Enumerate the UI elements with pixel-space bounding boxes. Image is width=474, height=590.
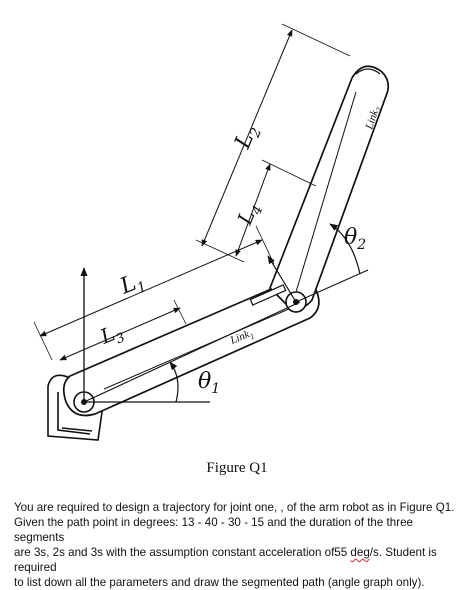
page: L1 L3 L2 L4 θ1 θ2 Link1 Link2 Figure Q1 …: [14, 23, 455, 589]
label-l2: L2: [230, 121, 265, 154]
link-1-body: [62, 279, 320, 417]
question-line-2: Given the path point in degrees: 13 - 40…: [14, 516, 413, 544]
question-line-1: You are required to design a trajectory …: [14, 501, 455, 514]
theta-2-arc: [329, 223, 361, 275]
figure-caption: Figure Q1: [206, 460, 268, 476]
label-theta-2: θ2: [344, 225, 366, 253]
link-1-axis: [83, 301, 301, 403]
link-2-body: [269, 65, 390, 310]
question-text: You are required to design a trajectory …: [14, 500, 466, 590]
link-2-endcap: [355, 68, 381, 75]
l2-dimension: [201, 29, 293, 247]
label-theta-1: θ1: [198, 369, 220, 397]
joint-2-axis-ext: [295, 269, 369, 303]
theta-1-arc: [169, 361, 179, 403]
label-l4: L4: [232, 199, 266, 230]
label-l3: L3: [96, 318, 127, 352]
question-line-4: to list down all the parameters and draw…: [14, 576, 425, 589]
robot-arm-diagram: L1 L3 L2 L4 θ1 θ2 Link1 Link2: [33, 23, 390, 441]
spellcheck-word: deg: [350, 546, 370, 559]
label-l1: L1: [116, 268, 149, 303]
joint-2-axis-up: [267, 255, 297, 303]
question-line-3: are 3s, 2s and 3s with the assumption co…: [14, 546, 437, 574]
l3-dimension: [59, 307, 181, 361]
l4-dimension: [235, 163, 271, 257]
